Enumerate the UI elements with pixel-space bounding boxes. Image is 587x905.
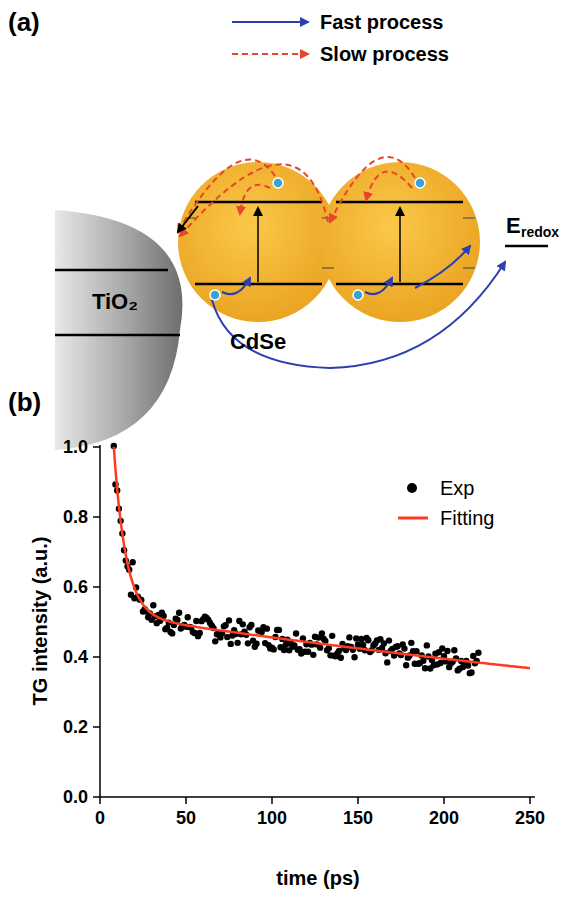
exp-sample — [407, 483, 417, 493]
fit-sample — [398, 517, 428, 520]
tick-label: 1.0 — [63, 438, 88, 456]
axes — [100, 445, 535, 797]
tio2-particle: TiO₂ — [40, 210, 185, 450]
tick-label: 250 — [515, 809, 545, 827]
tick-label: 0.4 — [63, 648, 88, 666]
legend-text: Exp — [440, 478, 474, 498]
fast-sample — [232, 21, 308, 23]
tick-label: 0.8 — [63, 508, 88, 526]
tick-label: 0.6 — [63, 578, 88, 596]
slow-sample — [232, 53, 308, 55]
tick-label: 0.0 — [63, 788, 88, 806]
legend-text: Fast process — [320, 12, 443, 32]
tick-label: 0.2 — [63, 718, 88, 736]
tio2-shape — [40, 210, 185, 450]
tick-label: 0 — [95, 809, 105, 827]
level-label: redox — [521, 225, 559, 239]
level-label: E — [506, 215, 521, 237]
tick-label: 200 — [429, 809, 459, 827]
tick-label: 100 — [257, 809, 287, 827]
axis-title: time (ps) — [276, 868, 359, 888]
axis-title: TG intensity (a.u.) — [30, 537, 50, 706]
fit-curve — [114, 447, 530, 668]
cdse-sphere — [178, 162, 338, 322]
particle-label: TiO₂ — [92, 291, 138, 313]
panel-label: (a) — [8, 9, 40, 35]
legend-text: Fitting — [440, 508, 494, 528]
cdse-sphere — [320, 162, 480, 322]
legend-text: Slow process — [320, 44, 449, 64]
particle-label: CdSe — [230, 331, 286, 353]
tick-label: 150 — [343, 809, 373, 827]
tick-label: 50 — [176, 809, 196, 827]
panel-label: (b) — [8, 389, 41, 415]
